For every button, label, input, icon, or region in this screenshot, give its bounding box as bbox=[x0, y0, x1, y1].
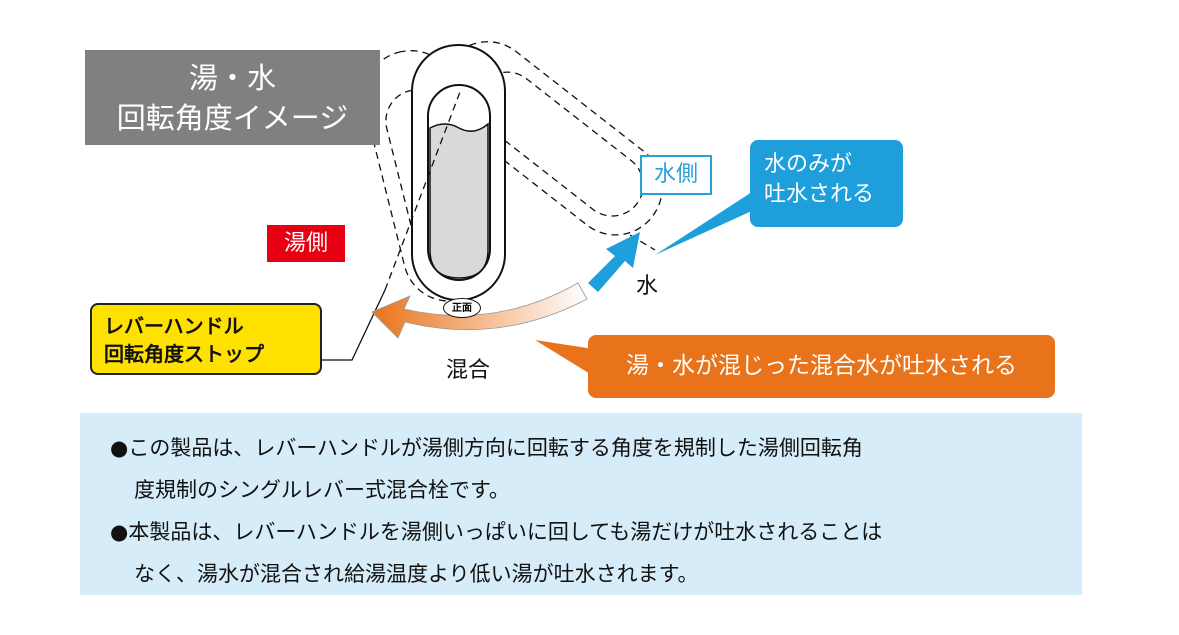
water-arrow bbox=[588, 232, 640, 292]
title-line2: 回転角度イメージ bbox=[116, 101, 349, 135]
rotation-stop-box: レバーハンドル 回転角度ストップ bbox=[90, 303, 322, 375]
stop-leader-line bbox=[322, 289, 386, 361]
mix-arrow bbox=[371, 282, 588, 339]
orange-callout-tail bbox=[535, 340, 600, 380]
mixed-water-callout: 湯・水が混じった混合水が吐水される bbox=[588, 335, 1055, 398]
hot-side-label: 湯側 bbox=[267, 225, 345, 262]
front-label: 正面 bbox=[443, 298, 481, 318]
water-label: 水 bbox=[636, 274, 659, 299]
callout-line2: 吐水される bbox=[764, 182, 875, 207]
bullet2-line1: ●本製品は、レバーハンドルを湯側いっぱいに回しても湯だけが吐水されることは bbox=[110, 520, 883, 544]
lever-handle-front bbox=[411, 44, 506, 301]
bullet2-line2: なく、湯水が混合され給湯温度より低い湯が吐水されます。 bbox=[134, 562, 699, 586]
stop-line2: 回転角度ストップ bbox=[104, 342, 264, 366]
bullet1-line2: 度規制のシングルレバー式混合栓です。 bbox=[134, 478, 510, 502]
bullet1-line1: ●この製品は、レバーハンドルが湯側方向に回転する角度を規制した湯側回転角 bbox=[110, 436, 863, 460]
mix-label: 混合 bbox=[446, 358, 491, 383]
callout-line1: 水のみが bbox=[764, 152, 853, 177]
stop-line1: レバーハンドル bbox=[104, 314, 244, 338]
description-panel: ●この製品は、レバーハンドルが湯側方向に回転する角度を規制した湯側回転角 度規制… bbox=[80, 413, 1082, 595]
cold-side-label: 水側 bbox=[640, 155, 712, 195]
water-only-callout: 水のみが 吐水される bbox=[750, 140, 903, 227]
blue-callout-tail bbox=[655, 190, 765, 255]
title-line1: 湯・水 bbox=[188, 61, 276, 95]
diagram-title: 湯・水 回転角度イメージ bbox=[85, 50, 380, 145]
